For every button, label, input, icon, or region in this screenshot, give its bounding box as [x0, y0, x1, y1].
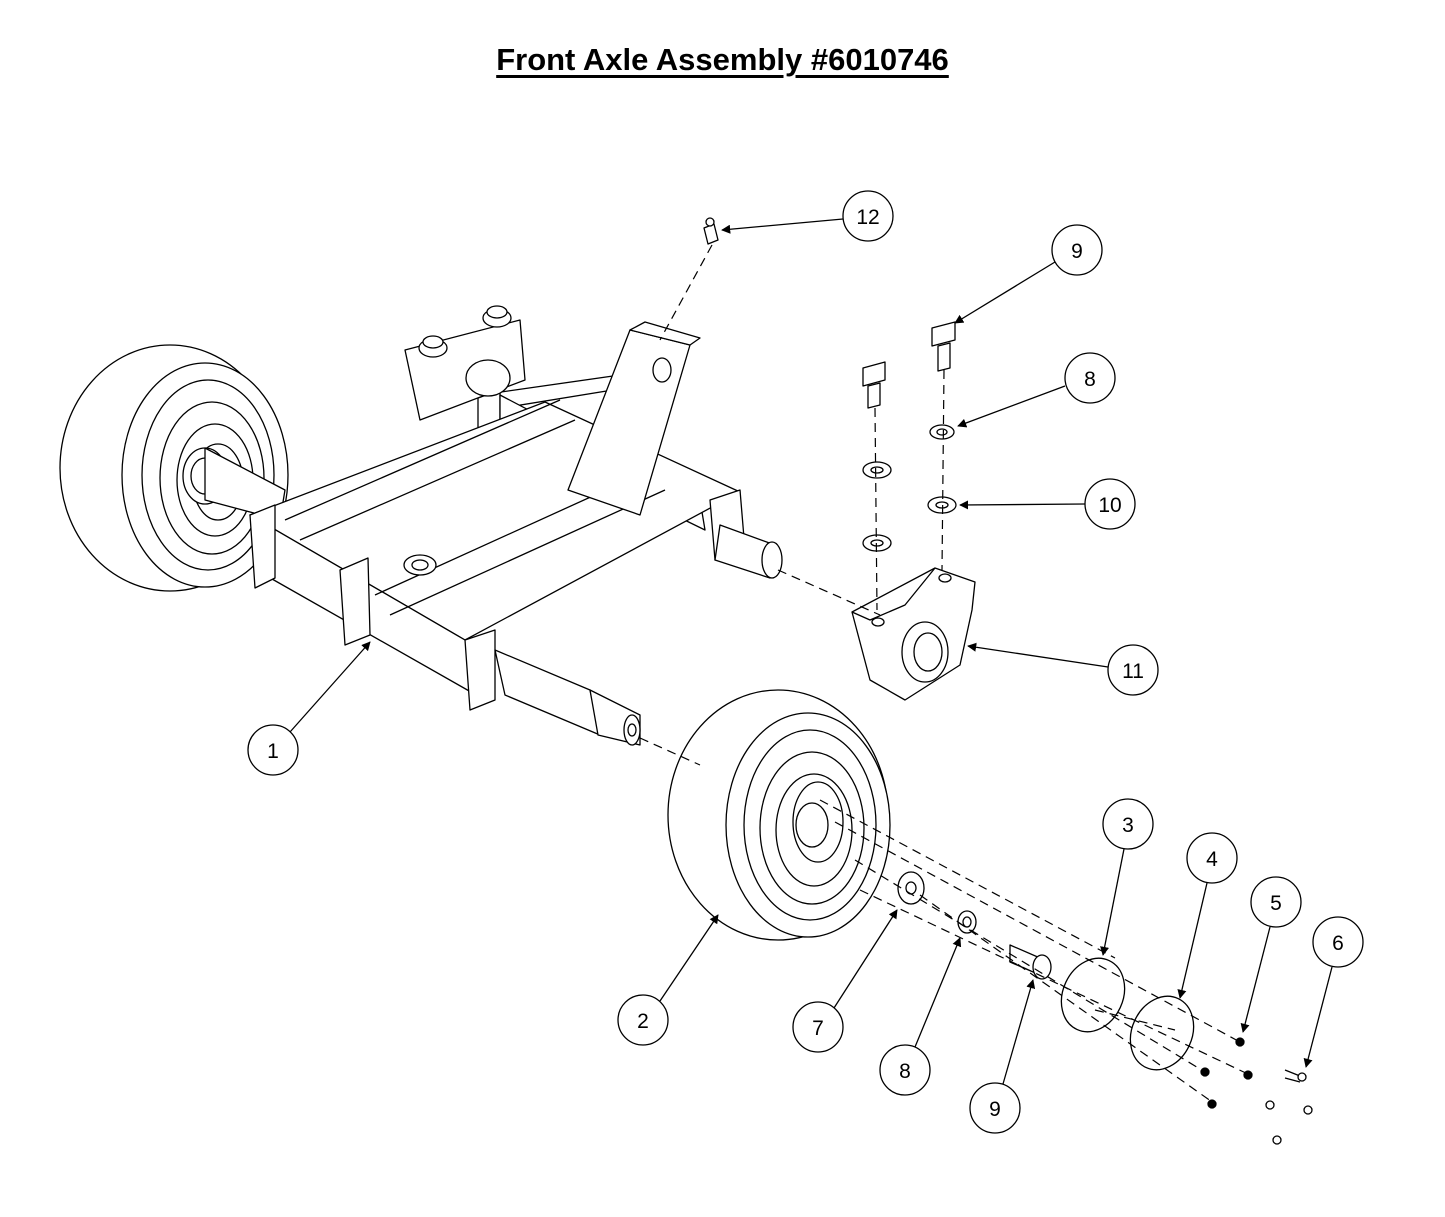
callout-1: 1 [247, 641, 371, 776]
callout-2: 2 [617, 914, 719, 1046]
svg-text:9: 9 [989, 1098, 1001, 1121]
svg-text:3: 3 [1122, 814, 1134, 837]
callout-7: 7 [792, 909, 898, 1053]
axle-frame [249, 374, 783, 746]
svg-text:1: 1 [267, 740, 279, 763]
callout-8-lower: 8 [879, 937, 962, 1096]
svg-text:8: 8 [1084, 368, 1096, 391]
svg-text:11: 11 [1122, 660, 1144, 683]
svg-text:9: 9 [1071, 240, 1083, 263]
grease-fitting-12 [703, 217, 719, 245]
bolt-9-left [862, 361, 886, 409]
svg-text:12: 12 [856, 206, 879, 229]
steering-post [567, 321, 701, 516]
svg-text:2: 2 [637, 1010, 649, 1033]
screws-6 [1265, 1069, 1313, 1145]
rear-pillow-block [404, 305, 526, 421]
washer-left-lower [862, 534, 892, 552]
washer-8-lower [957, 910, 977, 934]
lock-nuts-5 [1200, 1037, 1253, 1109]
washer-left-upper [862, 461, 892, 479]
svg-text:8: 8 [899, 1060, 911, 1083]
callout-9-upper: 9 [954, 224, 1103, 324]
svg-text:5: 5 [1270, 892, 1282, 915]
callout-11: 11 [967, 642, 1159, 696]
callout-3: 3 [1100, 798, 1154, 956]
svg-text:6: 6 [1332, 932, 1344, 955]
svg-text:7: 7 [812, 1017, 824, 1040]
callout-6: 6 [1303, 916, 1364, 1068]
svg-text:4: 4 [1206, 848, 1218, 871]
callout-9-lower: 9 [969, 979, 1036, 1134]
cap-3 [1060, 957, 1126, 1033]
callout-10: 10 [959, 478, 1136, 530]
pillow-block-11 [851, 567, 976, 701]
svg-text:10: 10 [1098, 494, 1121, 517]
assembly-lines [639, 244, 1251, 1105]
callout-8-upper: 8 [957, 352, 1116, 428]
washer-8-upper [929, 424, 955, 440]
washer-7 [897, 871, 925, 905]
diagram-title: Front Axle Assembly #6010746 [496, 42, 949, 77]
callout-5: 5 [1240, 876, 1302, 1033]
callout-4: 4 [1177, 832, 1238, 999]
callout-12: 12 [721, 190, 894, 242]
right-wheel [667, 689, 891, 941]
bolt-9-upper [931, 321, 956, 372]
